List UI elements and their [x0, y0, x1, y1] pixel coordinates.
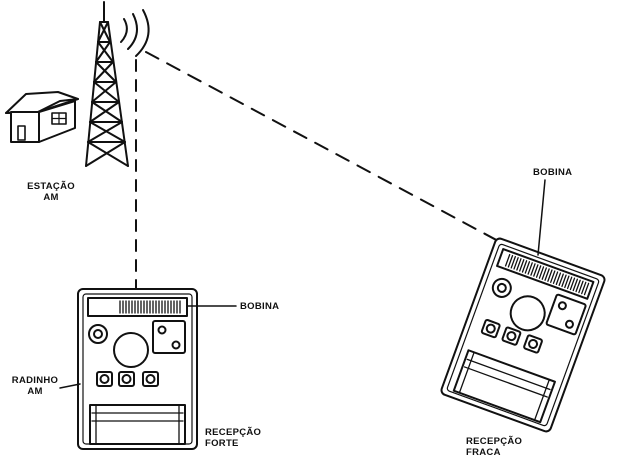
radio-label-line2: AM	[27, 386, 43, 397]
weak-reception-label: RECEPÇÃO FRACA	[466, 436, 522, 458]
weak-reception-line1: RECEPÇÃO	[466, 436, 523, 447]
strong-reception-line2: FORTE	[205, 438, 239, 449]
station-label-line1: ESTAÇÃO	[27, 181, 75, 192]
weak-reception-line2: FRACA	[466, 447, 501, 458]
radio-strong-reception	[77, 288, 198, 450]
strong-reception-label: RECEPÇÃO FORTE	[205, 427, 261, 449]
radio-wave-icon	[120, 9, 150, 57]
coil-right	[504, 253, 590, 296]
station-label: ESTAÇÃO AM	[20, 181, 82, 203]
tower-icon	[85, 1, 129, 167]
house-icon	[5, 91, 79, 143]
coil-label-left: BOBINA	[240, 301, 280, 312]
radio-label-line1: RADINHO	[11, 375, 59, 386]
signal-path-weak	[145, 51, 516, 251]
station-label-line2: AM	[43, 192, 59, 203]
radio-weak-reception	[440, 237, 606, 433]
coil-label-right: BOBINA	[533, 167, 573, 178]
radio-label: RADINHO AM	[6, 375, 64, 397]
strong-reception-line1: RECEPÇÃO	[205, 427, 262, 438]
leader-lines	[59, 179, 546, 389]
coil-left	[119, 300, 181, 314]
